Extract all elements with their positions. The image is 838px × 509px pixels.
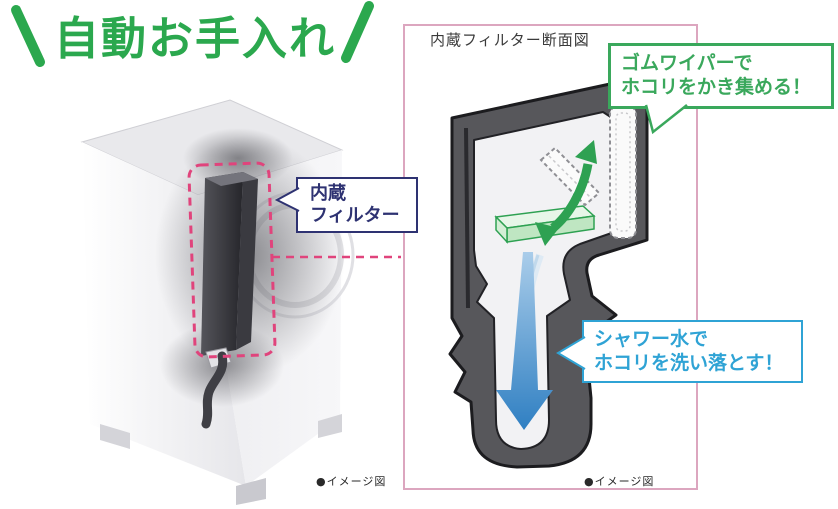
filter-cross-section bbox=[448, 82, 649, 469]
right-image-caption: ●イメージ図 bbox=[584, 475, 655, 488]
shower-water-arrow bbox=[496, 252, 553, 430]
wiper-callout-line1: ゴムワイパーで bbox=[621, 52, 753, 74]
shower-callout-line1: シャワー水で bbox=[594, 328, 709, 350]
title-slash-left bbox=[11, 5, 45, 67]
wiper-sweep-arrow bbox=[535, 140, 597, 246]
wiper-callout-line2: ホコリをかき集める！ bbox=[621, 76, 812, 99]
filter-highlight-dashed-box bbox=[187, 161, 401, 359]
shower-callout: シャワー水で ホコリを洗い落とす！ bbox=[582, 320, 803, 383]
filter-slab bbox=[201, 172, 258, 356]
wiper-ghost-vertical bbox=[609, 105, 637, 239]
drain-hose bbox=[201, 347, 232, 429]
filter-label: 内蔵 フィルター bbox=[296, 177, 418, 234]
cross-section-title: 内蔵フィルター断面図 bbox=[430, 31, 590, 49]
filter-label-line1: 内蔵 bbox=[310, 183, 346, 204]
appliance-image bbox=[80, 99, 401, 505]
page-title: 自動お手入れ bbox=[54, 12, 337, 65]
cross-section-panel bbox=[403, 24, 698, 490]
title-slash-right bbox=[341, 1, 374, 63]
shower-callout-line2: ホコリを洗い落とす！ bbox=[594, 352, 784, 375]
left-image-caption: ●イメージ図 bbox=[316, 475, 387, 488]
filter-label-line2: フィルター bbox=[310, 204, 400, 226]
wiper-callout: ゴムワイパーで ホコリをかき集める！ bbox=[608, 43, 834, 109]
